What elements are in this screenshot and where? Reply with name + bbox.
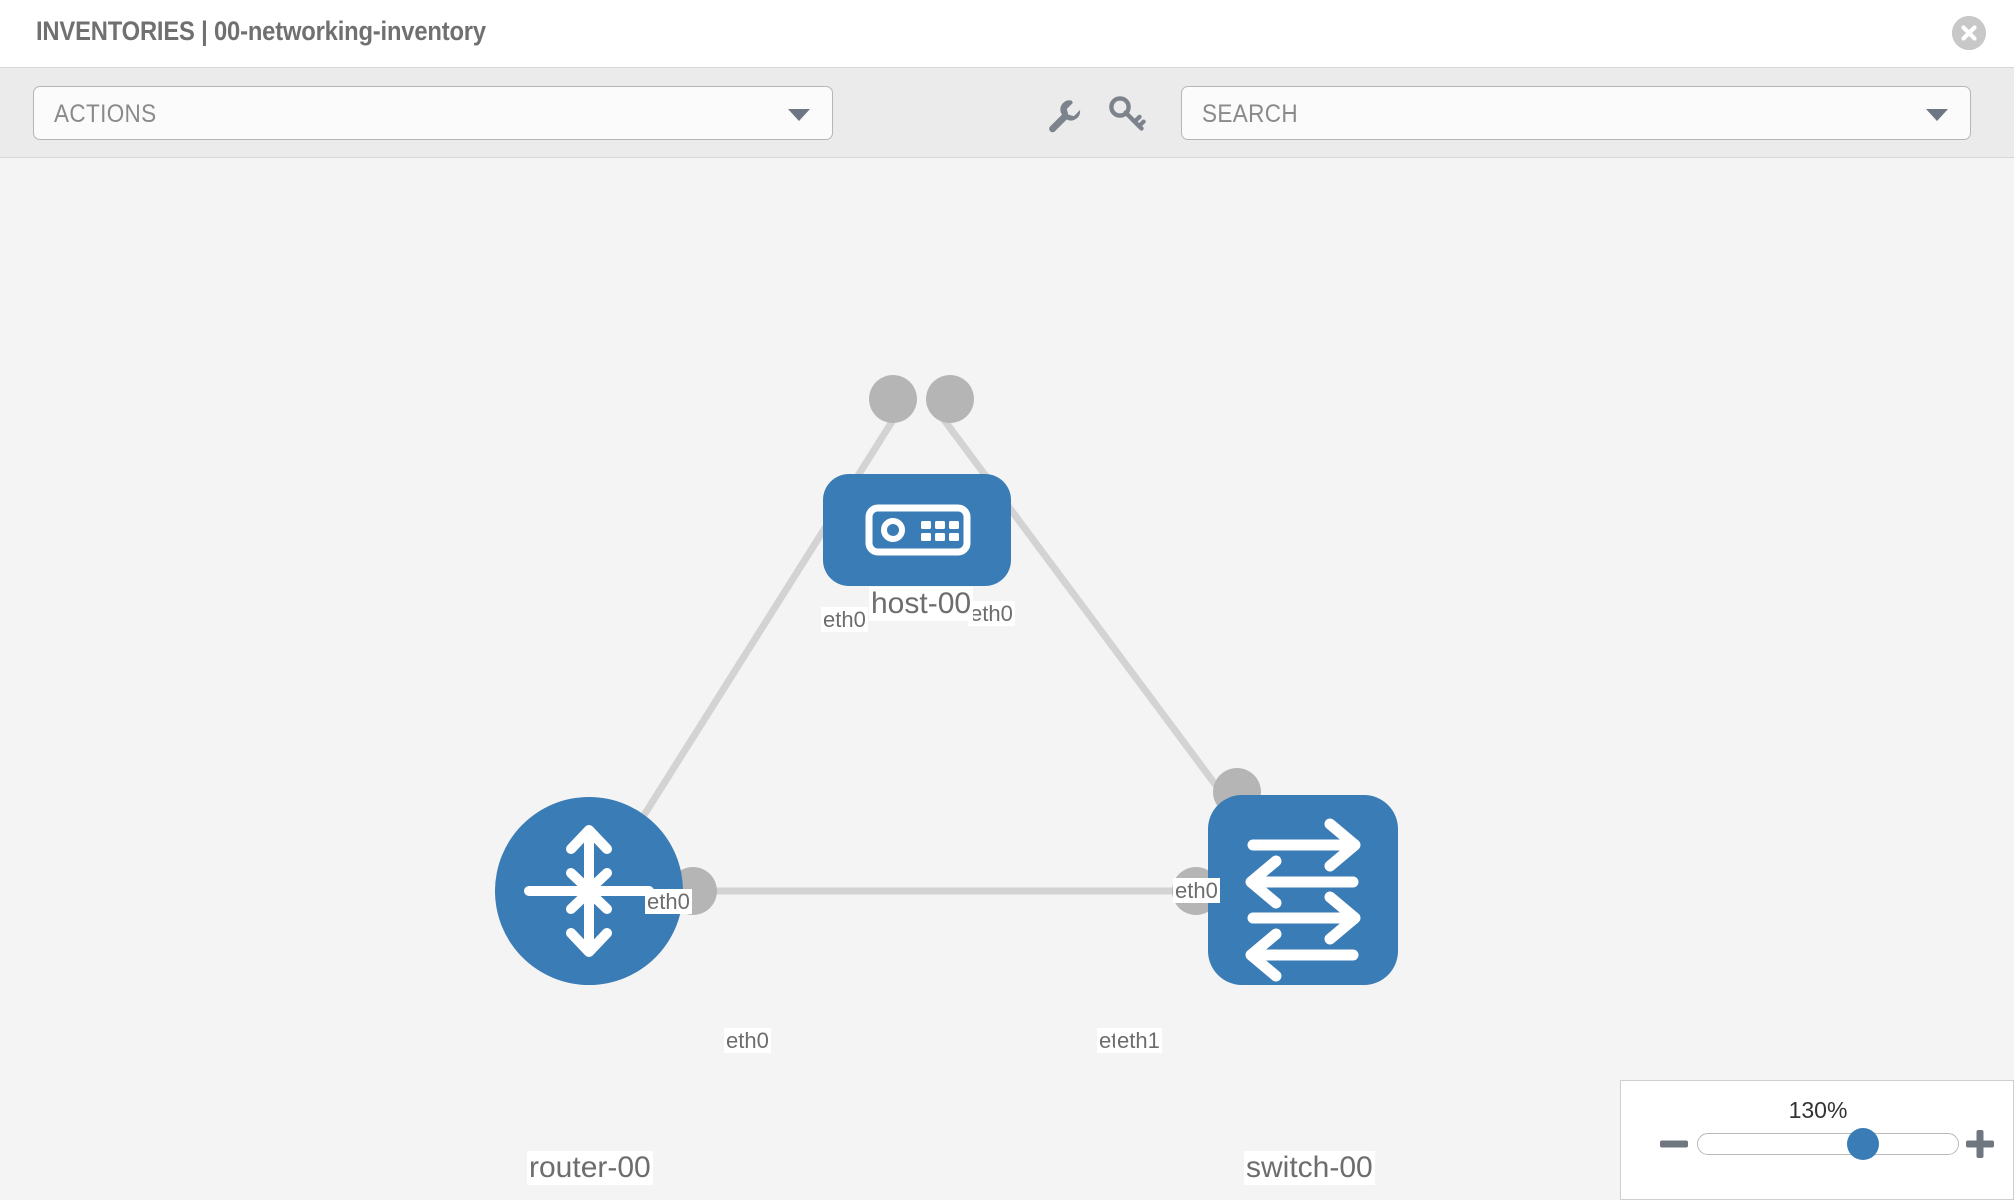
link-host-router [597,399,908,887]
actions-dropdown-label: ACTIONS [54,100,157,128]
chevron-down-icon [788,109,810,121]
interface-label-switch-up: eth0 [1173,878,1220,904]
wrench-icon[interactable] [1040,92,1084,136]
interface-label-switch-left-front: eth1 [1115,1028,1162,1054]
zoom-level-label: 130% [1788,1097,1848,1123]
node-label-router-00: router-00 [527,1151,653,1185]
plus-icon[interactable] [1963,1127,1997,1161]
endpoint-layer [576,375,1261,915]
close-icon[interactable] [1952,16,1986,50]
endpoint-host-right [926,375,974,423]
interface-label-router-up: eth0 [645,889,692,915]
switch-arrows-icon [1245,818,1361,982]
zoom-slider-thumb[interactable] [1846,1128,1879,1160]
actions-dropdown[interactable]: ACTIONS [33,86,833,140]
node-router-00[interactable] [495,797,683,985]
router-arrows-icon [524,825,654,957]
chevron-down-icon [1926,109,1948,121]
interface-label-host-right: eth0 [968,601,1015,627]
node-label-switch-00: switch-00 [1244,1151,1375,1185]
key-icon[interactable] [1105,92,1149,136]
node-label-host-00: host-00 [869,587,974,621]
topology-graph [495,375,1398,985]
node-switch-00[interactable] [1208,795,1398,985]
interface-label-router-right: eth0 [724,1028,771,1054]
server-icon [865,504,971,556]
toolbar: ACTIONS SEARCH [0,68,2014,158]
search-placeholder-label: SEARCH [1202,100,1298,128]
search-input[interactable]: SEARCH [1181,86,1971,140]
minus-icon[interactable] [1657,1127,1691,1161]
page-header: INVENTORIES | 00-networking-inventory [0,0,2014,68]
topology-canvas[interactable]: eth0 eth0 eth0 eth0 eth0 eth0 eth1 host-… [0,158,2014,1200]
zoom-control-panel: 130% [1620,1080,2014,1200]
node-host-00[interactable] [823,474,1011,586]
interface-label-host-left: eth0 [821,607,868,633]
page-title: INVENTORIES | 00-networking-inventory [36,16,486,46]
endpoint-host-left [869,375,917,423]
zoom-slider[interactable] [1697,1133,1959,1155]
